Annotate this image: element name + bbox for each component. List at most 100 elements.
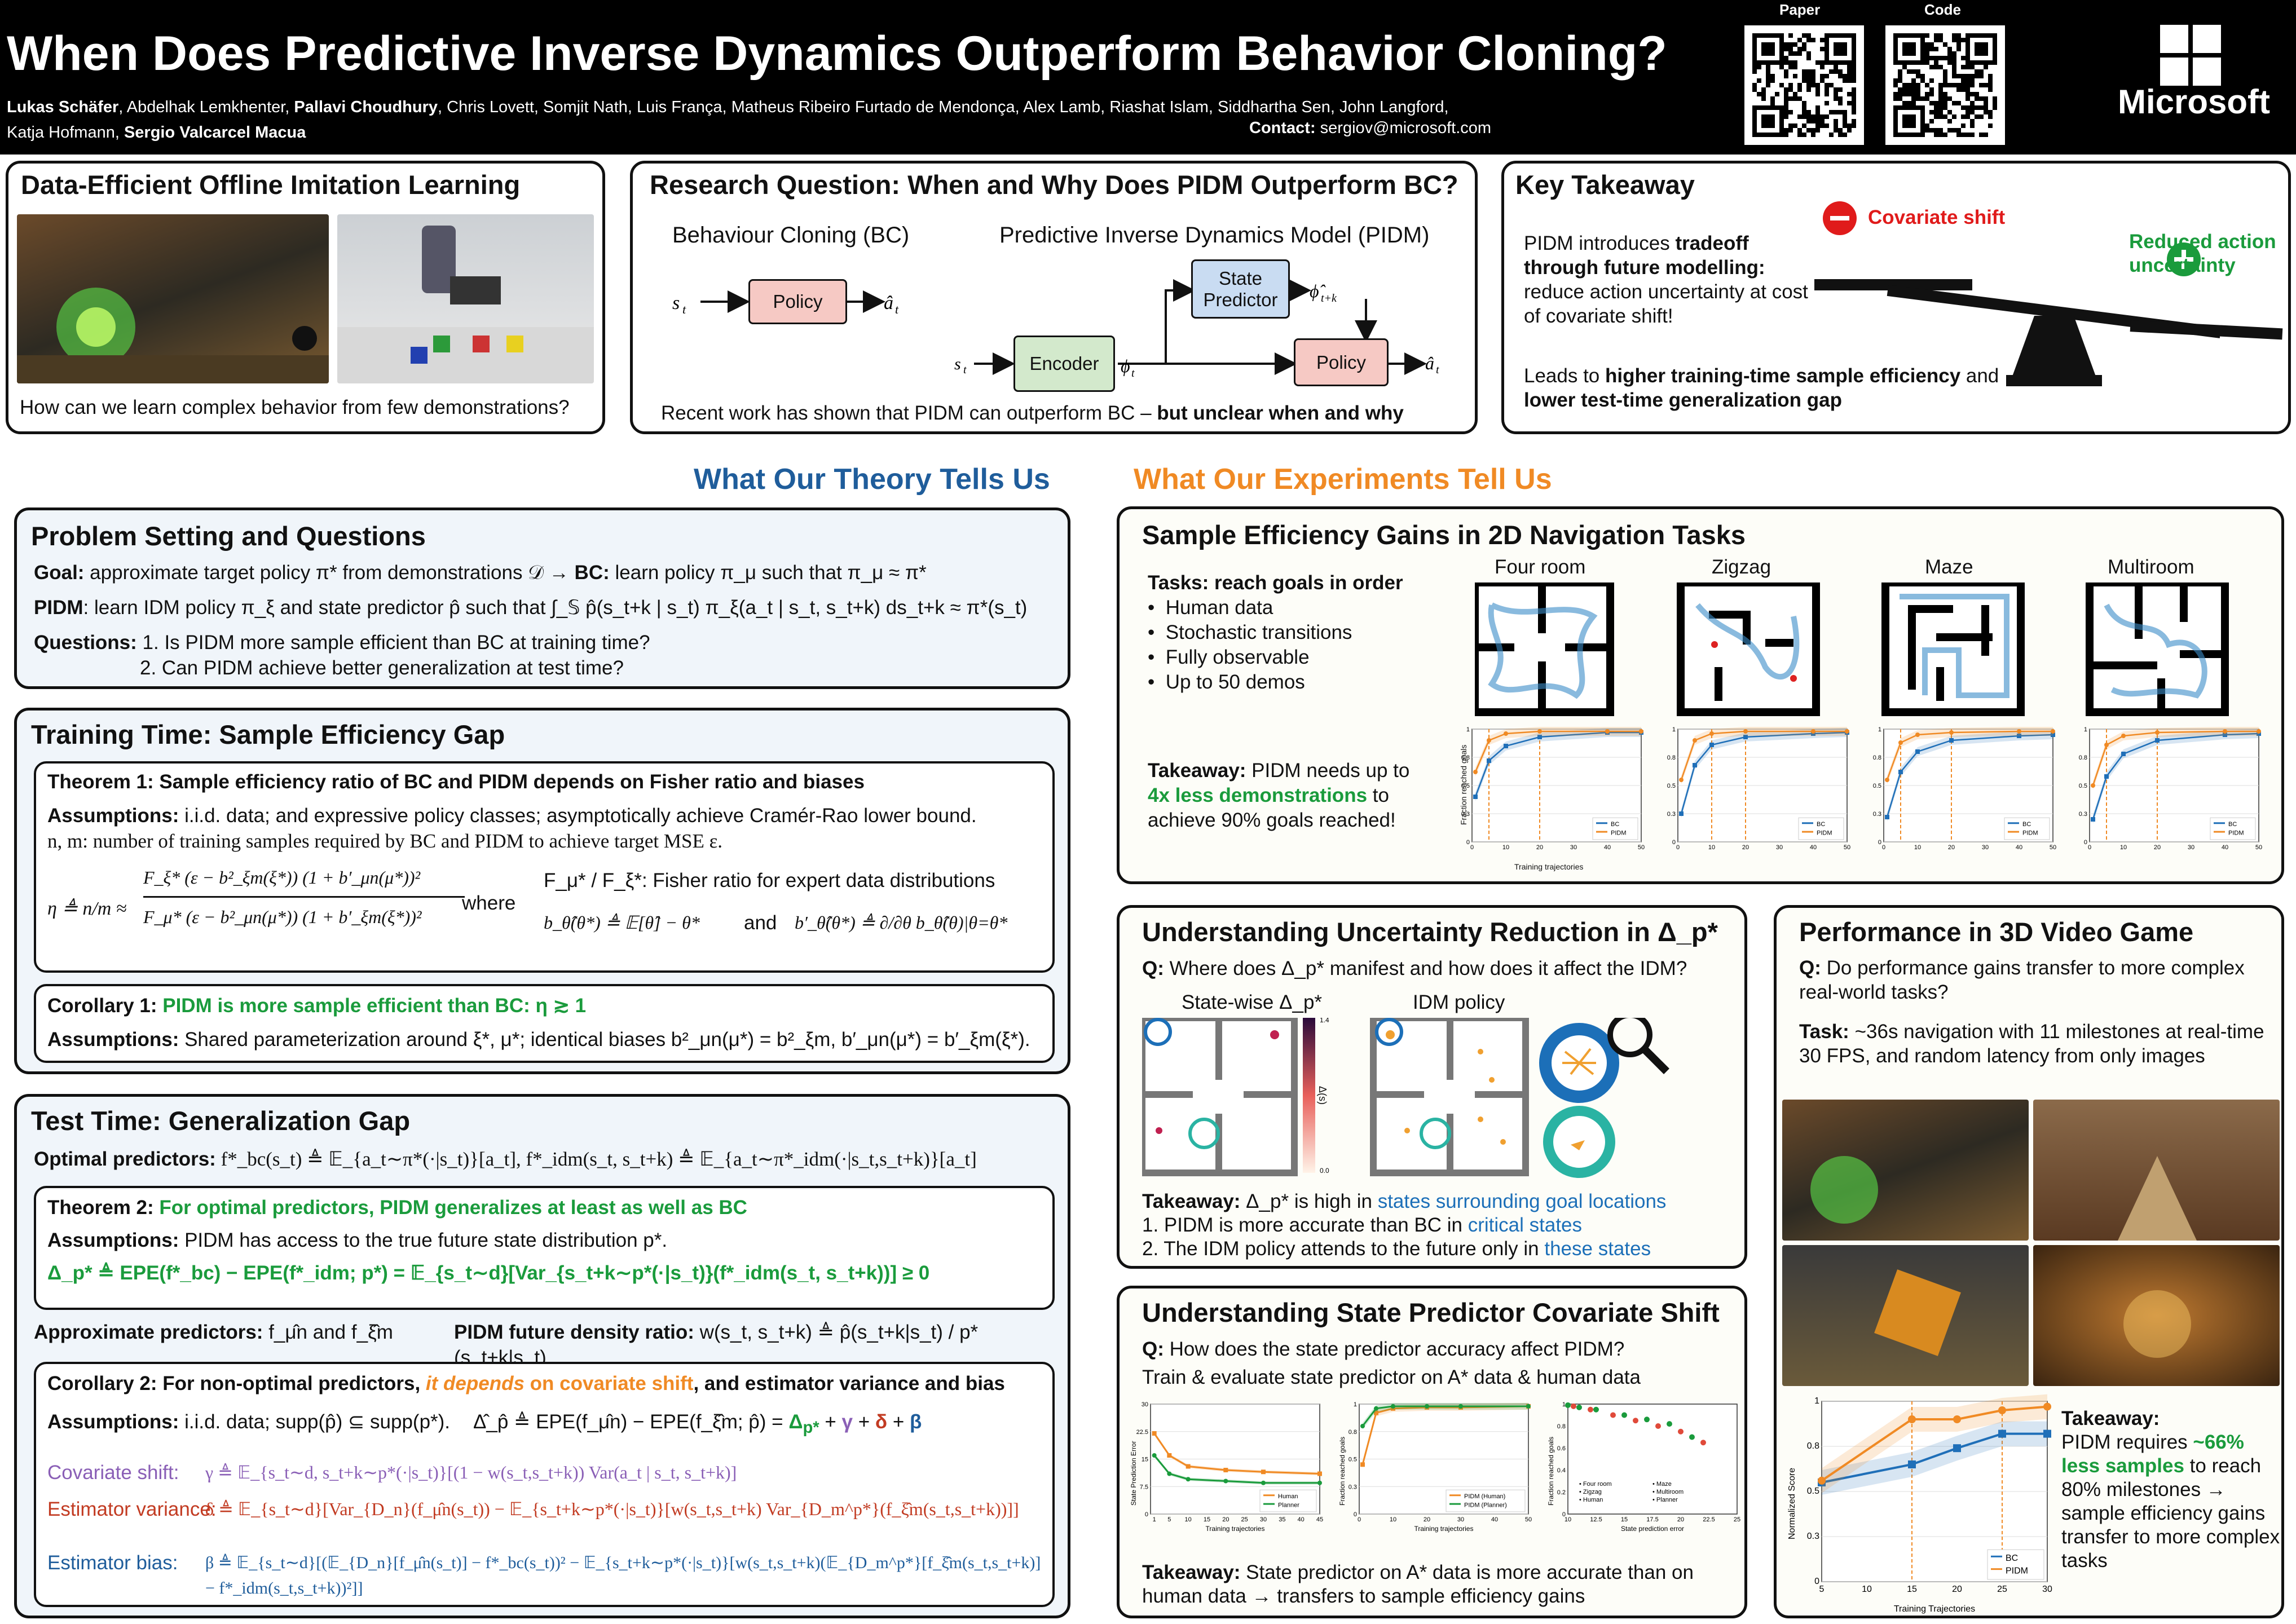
data-point	[2223, 732, 2227, 737]
y-tick-label: 0.8	[1557, 1423, 1566, 1430]
game-question: Q: Do performance gains transfer to more…	[1799, 957, 2245, 1003]
theorem-assumptions: Assumptions: i.i.d. data; and expressive…	[47, 805, 977, 827]
data-point	[1167, 1471, 1172, 1476]
y-tick-label: 0.5	[1348, 1457, 1357, 1463]
x-tick-label: 30	[1776, 844, 1783, 851]
x-tick-label: 1	[1153, 1516, 1156, 1523]
eta-numerator: F_ξ* (ε − b²_ξm(ξ*)) (1 + b′_μn(μ*))²	[143, 867, 421, 888]
and-label: and	[744, 912, 777, 934]
y-tick-label: 0.3	[1461, 811, 1470, 818]
data-point	[1998, 1429, 2006, 1438]
qr-code-icon[interactable]	[1885, 25, 2005, 145]
data-point	[2155, 730, 2160, 735]
svg-text:t: t	[682, 302, 686, 316]
data-point	[1655, 1423, 1661, 1429]
x-tick-label: 25	[1734, 1516, 1740, 1523]
data-point	[1504, 731, 1508, 736]
y-tick-label: 0.5	[2079, 783, 2087, 789]
legend-label: BC	[2006, 1554, 2018, 1563]
data-point	[1473, 795, 1478, 799]
panel-title: Key Takeaway	[1515, 170, 1695, 200]
series-band	[1681, 727, 1847, 784]
y-tick-label: 1	[1466, 726, 1470, 733]
data-point	[1425, 1404, 1429, 1409]
x-tick-label: 22.5	[1703, 1516, 1715, 1523]
data-point	[1576, 1404, 1582, 1410]
data-point	[1949, 730, 1954, 735]
series-band	[2093, 729, 2259, 824]
map-label: Four room	[1495, 556, 1586, 578]
panel-title: Problem Setting and Questions	[31, 521, 426, 551]
y-tick-label: 0.3	[1873, 811, 1881, 818]
state-wise-label: State-wise Δ_p*	[1182, 991, 1323, 1013]
x-tick-label: 30	[2042, 1585, 2052, 1594]
legend-label: BC	[2228, 821, 2237, 828]
data-point	[2051, 729, 2055, 734]
y-tick-label: 0.8	[1807, 1441, 1819, 1451]
x-axis-label: Training Trajectories	[1894, 1604, 1975, 1614]
panel-data-efficient: Data-Efficient Offline Imitation Learnin…	[6, 161, 605, 434]
data-point	[2017, 729, 2021, 734]
bias-def: b_θ̂(θ*) ≜ 𝔼[θ̂] − θ*	[544, 912, 700, 933]
game-frame-4	[2033, 1245, 2280, 1386]
data-point	[1317, 1471, 1322, 1476]
panel-title: Training Time: Sample Efficiency Gap	[31, 720, 505, 749]
data-point	[1679, 811, 1684, 816]
data-point	[1818, 1476, 1826, 1485]
legend-label: • Human	[1579, 1497, 1603, 1503]
x-tick-label: 25	[1241, 1516, 1248, 1523]
series-line	[2092, 730, 2259, 786]
panel-caption: How can we learn complex behavior from f…	[20, 396, 570, 418]
y-tick-label: 0.5	[1873, 783, 1881, 789]
series-band	[1681, 728, 1847, 818]
theorem-assumptions: Assumptions: PIDM has access to the true…	[47, 1229, 668, 1251]
data-point	[1487, 738, 1491, 743]
x-tick-label: 10	[1185, 1516, 1192, 1523]
series-line	[1886, 734, 2053, 818]
panel-state-predictor: Understanding State Predictor Covariate …	[1117, 1286, 1747, 1618]
x-tick-label: 30	[1982, 844, 1989, 851]
panel-title: Sample Efficiency Gains in 2D Navigation…	[1142, 520, 1746, 550]
uncertainty-question: Q: Where does Δ_p* manifest and how does…	[1142, 957, 1687, 979]
data-point	[1537, 735, 1542, 739]
data-point	[2257, 729, 2261, 734]
data-point	[1693, 763, 1697, 767]
data-point	[1391, 1404, 1395, 1409]
panel-research-question: Research Question: When and Why Does PID…	[630, 161, 1478, 434]
data-point	[1186, 1464, 1191, 1469]
data-point	[1593, 1406, 1599, 1413]
panel-3d-game: Performance in 3D Video Game Q: Do perfo…	[1774, 905, 2284, 1618]
data-point	[1845, 729, 1849, 734]
poster-title: When Does Predictive Inverse Dynamics Ou…	[7, 27, 1667, 81]
data-point	[1953, 1415, 1961, 1423]
y-tick-label: 1	[1562, 1401, 1566, 1408]
x-tick-label: 15	[1621, 1516, 1628, 1523]
qr-paper-icon[interactable]	[1744, 25, 1864, 145]
x-tick-label: 0	[1470, 844, 1474, 851]
theorem-title: Theorem 1: Sample efficiency ratio of BC…	[47, 771, 865, 793]
x-tick-label: 40	[1491, 1516, 1498, 1523]
list-item: 1. PIDM is more accurate than BC in crit…	[1142, 1214, 1583, 1236]
delta-equation: Δ_p* ≜ EPE(f*_bc) − EPE(f*_idm; p*) = 𝔼_…	[47, 1262, 930, 1284]
x-tick-label: 20	[1742, 844, 1749, 851]
y-tick-label: 0	[2084, 839, 2087, 846]
panel-2d-navigation: Sample Efficiency Gains in 2D Navigation…	[1117, 506, 2284, 884]
legend-label: PIDM (Planner)	[1464, 1502, 1507, 1509]
x-axis-label: Training trajectories	[1414, 1525, 1474, 1533]
x-tick-label: 20	[2154, 844, 2161, 851]
legend-label: PIDM	[1817, 830, 1832, 837]
sp-question: Q: How does the state predictor accuracy…	[1142, 1338, 1625, 1360]
fisher-ratio: F_μ* / F_ξ*: Fisher ratio for expert dat…	[544, 870, 995, 892]
data-point	[1898, 740, 1903, 745]
x-tick-label: 30	[1457, 1516, 1464, 1523]
data-point	[2043, 1402, 2051, 1411]
panel-title: Research Question: When and Why Does PID…	[650, 170, 1458, 200]
takeaway-text-1: PIDM introduces tradeoff through future …	[1524, 232, 1808, 327]
data-point	[1743, 729, 1748, 734]
series-band	[1154, 1454, 1320, 1485]
panel-title: Performance in 3D Video Game	[1799, 917, 2194, 947]
